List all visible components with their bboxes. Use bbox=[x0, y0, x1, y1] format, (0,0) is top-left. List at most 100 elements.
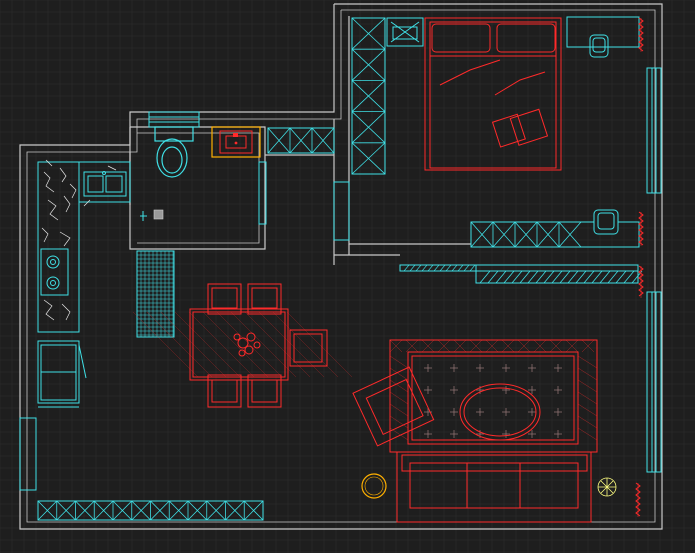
hatch-line bbox=[445, 264, 452, 272]
right-window-lower bbox=[646, 291, 662, 473]
hatch-line bbox=[351, 80, 386, 112]
hatch-line bbox=[463, 264, 470, 272]
toilet-tank bbox=[154, 126, 194, 142]
rug-border bbox=[407, 351, 579, 445]
burner-icon-inner bbox=[50, 259, 56, 265]
cabinet-inner bbox=[392, 26, 418, 40]
flower-centerpiece bbox=[233, 332, 261, 357]
hatch-line bbox=[536, 221, 560, 248]
hatch-line bbox=[599, 270, 611, 284]
dining-chair-side-seat bbox=[293, 333, 323, 363]
dining-chair bbox=[207, 283, 242, 315]
tv-cabinet-hatch bbox=[37, 500, 264, 521]
rug-line bbox=[577, 403, 598, 417]
living-room bbox=[352, 339, 617, 523]
throw-pillow bbox=[491, 113, 526, 148]
bedroom bbox=[351, 16, 644, 248]
armchair bbox=[352, 366, 435, 447]
sofa bbox=[396, 451, 592, 523]
rug-line bbox=[469, 339, 483, 353]
rug-line bbox=[453, 339, 467, 353]
rug-line bbox=[577, 379, 598, 393]
marble-vein bbox=[43, 171, 55, 193]
hatch-line bbox=[93, 500, 114, 521]
curtain-bottom bbox=[635, 482, 641, 517]
coffee-table-inner bbox=[463, 387, 537, 437]
double-bed bbox=[424, 17, 562, 171]
marble-vein bbox=[59, 231, 71, 247]
coffee-table-outer bbox=[459, 383, 541, 441]
hatch-line bbox=[225, 500, 245, 521]
hatch-line bbox=[415, 264, 422, 272]
hatch-line bbox=[591, 270, 603, 284]
hatch-line bbox=[479, 270, 491, 284]
hatch-line bbox=[470, 221, 494, 248]
hatch-line bbox=[168, 500, 189, 521]
windows bbox=[19, 67, 662, 491]
hatch-line bbox=[403, 264, 410, 272]
armchair-seat bbox=[365, 378, 424, 436]
bathroom bbox=[140, 111, 261, 221]
rug-line bbox=[549, 339, 563, 353]
rug-line bbox=[517, 339, 531, 353]
marble-vein bbox=[47, 199, 59, 221]
hatch-line bbox=[131, 500, 151, 521]
sofa-cushion bbox=[519, 462, 579, 509]
dining-chair bbox=[247, 283, 282, 315]
bedroom-left-window bbox=[333, 181, 350, 241]
hatch-line bbox=[551, 270, 563, 284]
burner-icon bbox=[46, 276, 60, 290]
kitchen-counter-top bbox=[78, 161, 131, 203]
curtain-top bbox=[638, 17, 644, 52]
hatch-line bbox=[527, 270, 539, 284]
toilet-seat bbox=[161, 146, 183, 174]
plant-leaf bbox=[600, 480, 614, 494]
armchair-frame bbox=[352, 366, 435, 447]
partition-hatch bbox=[403, 264, 643, 284]
sink-bowl-left bbox=[87, 175, 104, 193]
rug-line bbox=[577, 415, 598, 429]
bed-frame bbox=[424, 17, 562, 171]
dining-table bbox=[189, 308, 289, 381]
rug-line bbox=[389, 379, 409, 393]
mat-grid bbox=[136, 250, 174, 337]
cabinet-outline bbox=[386, 17, 424, 47]
dining-chair-seat bbox=[251, 287, 278, 309]
hatch-line bbox=[311, 127, 335, 154]
hatch-line bbox=[567, 270, 579, 284]
dining-area bbox=[132, 283, 353, 408]
marble-vein bbox=[45, 159, 53, 167]
table-hatch-line bbox=[132, 311, 199, 378]
hatch-line bbox=[267, 127, 291, 154]
hatch-line bbox=[487, 270, 499, 284]
rug-line bbox=[577, 367, 598, 381]
hatch-line bbox=[150, 500, 170, 521]
hatch-line bbox=[492, 221, 516, 248]
kitchen bbox=[37, 159, 131, 408]
fridge-outline bbox=[37, 340, 80, 404]
shower bbox=[140, 209, 164, 221]
bed-crease bbox=[439, 59, 501, 86]
hatch-line bbox=[615, 270, 627, 284]
table-hatch-line bbox=[230, 311, 297, 378]
pillow-left bbox=[431, 23, 491, 53]
burner-icon-inner bbox=[50, 280, 56, 286]
rug-line bbox=[485, 339, 499, 353]
hall-cabinet-hatch bbox=[267, 127, 335, 154]
vanity bbox=[211, 126, 261, 158]
countertop-marble bbox=[41, 159, 117, 321]
outer-wall-inner-line bbox=[26, 9, 656, 523]
rug-line bbox=[389, 367, 409, 381]
rug-line bbox=[533, 339, 547, 353]
hatch-line bbox=[558, 221, 582, 248]
rug-line bbox=[501, 339, 515, 353]
desk-chair-bottom-seat bbox=[597, 212, 615, 230]
bathroom-window bbox=[258, 161, 267, 225]
hall-cabinet bbox=[267, 127, 335, 154]
marble-vein bbox=[83, 199, 91, 207]
stove bbox=[40, 248, 69, 296]
rug-line bbox=[577, 355, 598, 369]
rug-line bbox=[577, 427, 598, 441]
marble-vein bbox=[61, 303, 71, 321]
